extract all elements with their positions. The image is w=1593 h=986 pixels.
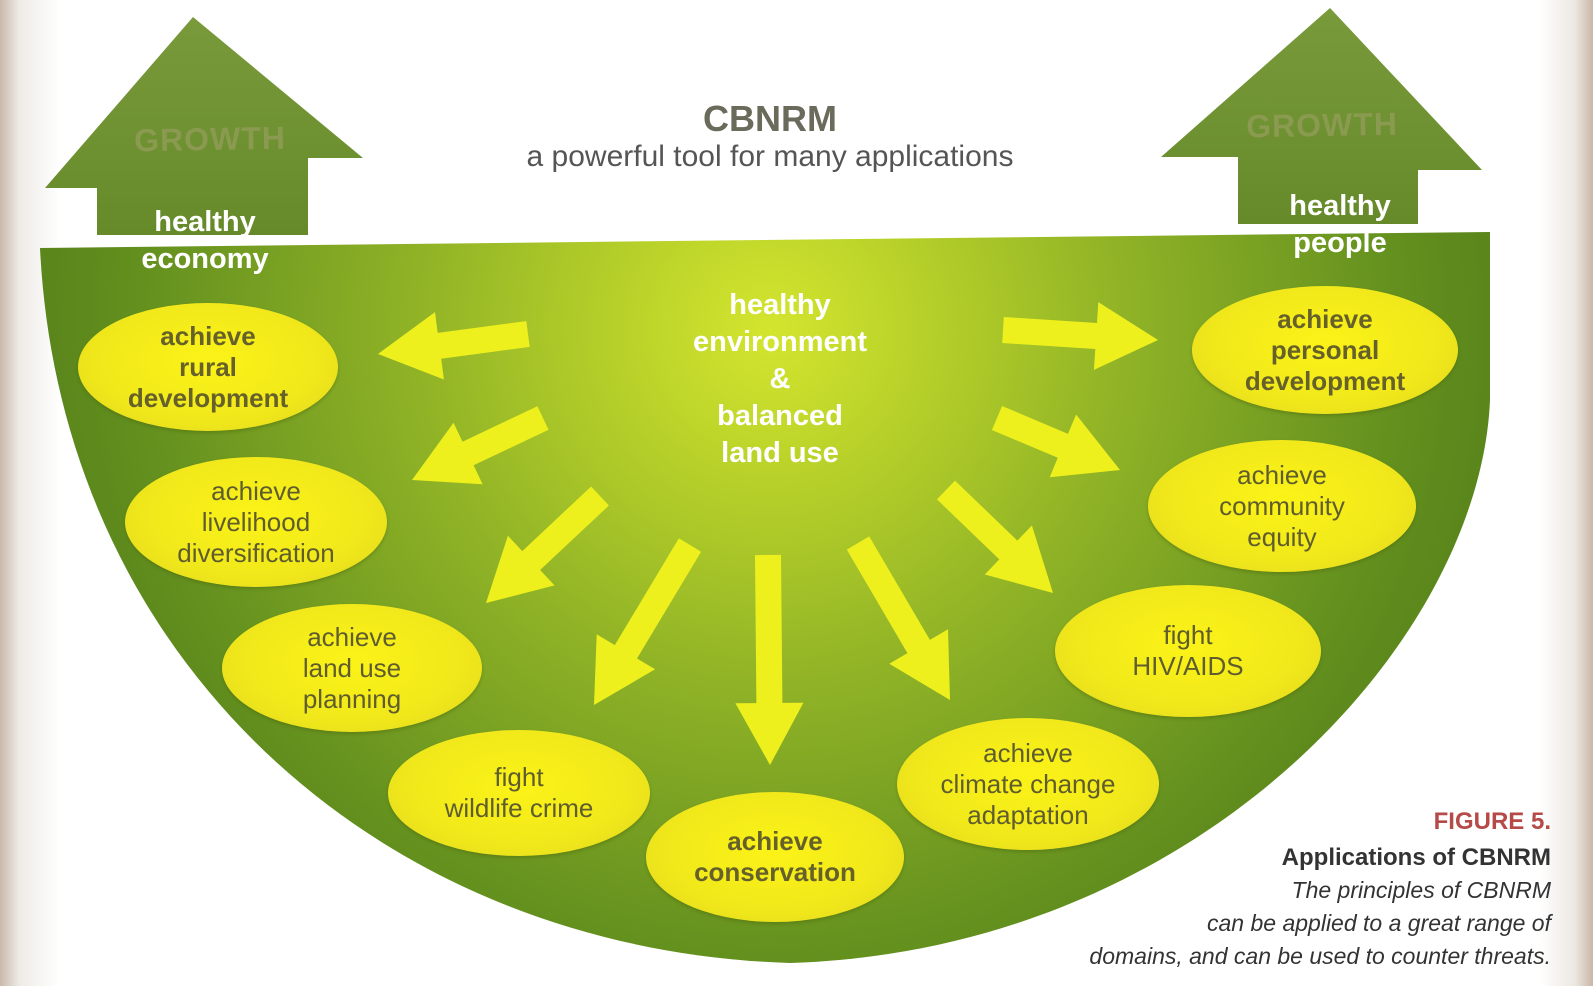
ellipse-text: fight	[1163, 620, 1213, 650]
center-label-line: healthy	[729, 289, 831, 321]
figure-description-line: can be applied to a great range of	[1207, 910, 1551, 936]
figure-description-line: The principles of CBNRM	[1291, 877, 1551, 903]
ellipse-text: diversification	[177, 537, 335, 568]
figure-caption: FIGURE 5. Applications of CBNRM The prin…	[1089, 808, 1551, 973]
healthy-people-line: healthy	[1289, 190, 1391, 222]
healthy-economy-line: economy	[141, 243, 269, 275]
radiating-arrow	[735, 554, 804, 765]
center-label-line: balanced	[717, 400, 843, 432]
ellipse-text: personal	[1270, 334, 1380, 365]
healthy-people-label: healthy people	[1240, 188, 1440, 262]
ellipse-text: achieve	[1277, 303, 1373, 334]
ellipse-text: development	[127, 382, 289, 413]
growth-label-right: GROWTH	[1245, 105, 1399, 145]
radiating-arrow	[846, 536, 950, 700]
radiating-arrows	[378, 302, 1158, 765]
growth-label-left: GROWTH	[133, 119, 287, 159]
figure-description: The principles of CBNRM can be applied t…	[1089, 874, 1551, 973]
ellipse-text: achieve	[727, 826, 823, 856]
ellipse-text: rural	[179, 351, 237, 382]
healthy-people-line: people	[1293, 227, 1387, 259]
radiating-arrow	[486, 486, 609, 603]
ellipse-text: wildlife crime	[444, 793, 594, 823]
ellipse-text: achieve	[307, 621, 397, 652]
ellipse-text: livelihood	[201, 506, 311, 537]
radiating-arrow	[991, 406, 1120, 478]
ellipse-text: adaptation	[967, 799, 1089, 830]
ellipse-text: conservation	[694, 857, 856, 887]
center-label-line: &	[769, 363, 791, 395]
ellipse-text: land use	[302, 652, 402, 683]
radiating-arrow	[937, 480, 1053, 593]
figure-number: FIGURE 5.	[1433, 808, 1551, 835]
ellipse-text: achieve	[983, 737, 1073, 768]
center-label-line: land use	[721, 437, 839, 469]
ellipse-text: climate change	[940, 768, 1116, 799]
ellipse-text: planning	[302, 683, 402, 714]
ellipse-text: achieve	[211, 475, 301, 506]
radiating-arrow	[594, 538, 702, 705]
healthy-economy-label: healthy economy	[95, 204, 315, 278]
ellipse-text: fight	[494, 762, 544, 792]
diagram-title: CBNRM	[703, 98, 837, 139]
ellipse-text: achieve	[160, 320, 256, 351]
figure-title: Applications of CBNRM	[1281, 844, 1551, 871]
center-label-line: environment	[692, 326, 868, 358]
healthy-economy-line: healthy	[154, 206, 256, 238]
radiating-arrow	[1002, 302, 1158, 370]
ellipse-text: development	[1244, 365, 1406, 396]
growth-arrow-right	[1161, 8, 1482, 224]
ellipse-text: community	[1219, 490, 1345, 521]
figure-description-line: domains, and can be used to counter thre…	[1089, 943, 1551, 969]
center-label: healthy environment & balanced land use	[640, 287, 920, 472]
ellipse-text: HIV/AIDS	[1132, 651, 1244, 681]
growth-arrow-left	[45, 17, 363, 235]
ellipse-text: achieve	[1237, 459, 1327, 490]
radiating-arrow	[412, 406, 549, 485]
ellipse-text: equity	[1247, 521, 1317, 552]
diagram-subtitle: a powerful tool for many applications	[526, 140, 1014, 173]
radiating-arrow	[378, 312, 530, 380]
